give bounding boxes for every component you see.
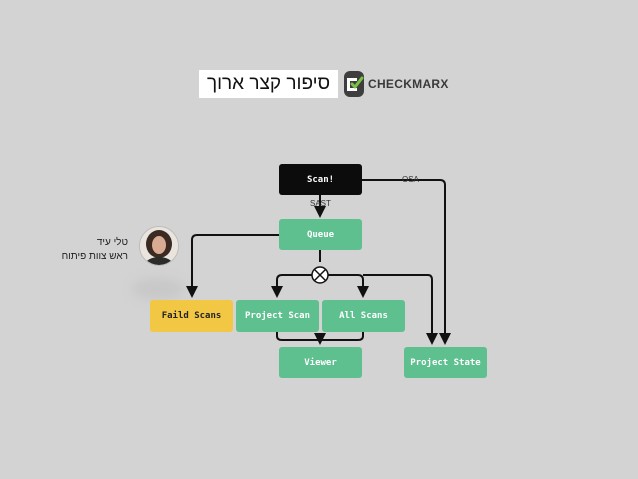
node-project-scan: Project Scan [236,300,319,332]
avatar [139,226,179,266]
node-project-scan-label: Project Scan [244,311,311,321]
node-scan: Scan! [279,164,362,195]
page-title: סיפור קצר ארוך [199,70,338,98]
checkmarx-logo: CHECKMARX [344,70,448,98]
node-queue-label: Queue [306,229,335,240]
presenter-role: ראש צוות פיתוח [61,251,128,262]
node-viewer: Viewer [279,347,362,378]
title-text: סיפור קצר ארוך [206,73,331,94]
logo-text: CHECKMARX [368,77,449,91]
node-all-scans: All Scans [322,300,405,332]
node-scan-label: Scan! [306,174,335,185]
presenter-name: טלי עיד [96,237,128,248]
node-faild-scans-label: Faild Scans [161,311,222,321]
node-queue: Queue [279,219,362,250]
edge-scan-project-state [362,179,451,345]
avatar-shadow [132,278,184,300]
node-project-state: Project State [404,347,487,378]
edge-junction-project-scan [271,274,312,298]
edge-label-osa: OSA [402,175,419,184]
presenter-info: טלי עיד ראש צוות פיתוח [62,236,128,264]
node-viewer-label: Viewer [304,357,337,368]
circle-x-icon [311,266,329,284]
node-faild-scans: Faild Scans [150,300,233,332]
edge-junction-all-scans [328,274,369,298]
edge-scans-viewer [276,332,364,341]
edge-label-sast: SAST [310,199,331,208]
edge-queue-faild [186,234,279,298]
edge-junction-project-state [363,274,438,345]
node-project-state-label: Project State [410,357,481,368]
checkmark-shield-icon [344,71,364,97]
node-all-scans-label: All Scans [339,311,388,321]
